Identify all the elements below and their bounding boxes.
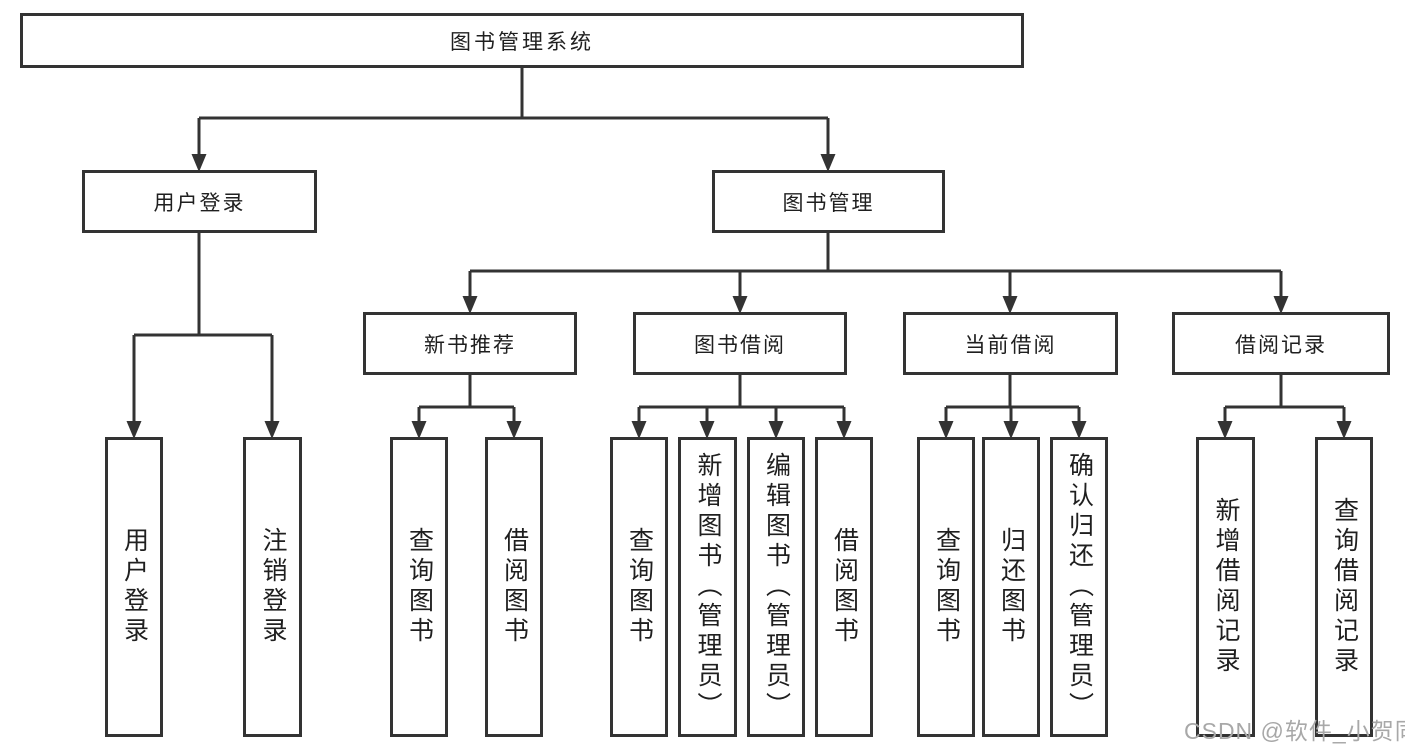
node-root-system: 图书管理系统 — [20, 13, 1024, 68]
leaf-borrow-books: 借阅图书 — [815, 437, 873, 737]
node-label: 图书管理 — [782, 191, 875, 215]
leaf-add-books-admin: 新增图书（管理员） — [678, 437, 737, 737]
node-label: 查询图书 — [405, 527, 434, 647]
node-label: 用户登录 — [120, 527, 149, 647]
node-label: 新增图书（管理员） — [694, 452, 722, 722]
node-label: 图书借阅 — [694, 333, 786, 357]
node-label: 归还图书 — [997, 527, 1026, 647]
node-user-login-branch: 用户登录 — [82, 170, 317, 233]
csdn-watermark: CSDN @软件_小贺同学 — [1184, 718, 1405, 744]
leaf-edit-books-admin: 编辑图书（管理员） — [747, 437, 805, 737]
node-label: 编辑图书（管理员） — [762, 452, 791, 722]
node-label: 用户登录 — [153, 191, 246, 215]
node-label: 查询图书 — [932, 527, 961, 647]
leaf-logout: 注销登录 — [243, 437, 302, 737]
node-label: 确认归还（管理员） — [1065, 452, 1094, 722]
node-label: 新增借阅记录 — [1212, 497, 1240, 677]
node-label: 借阅图书 — [830, 527, 859, 647]
leaf-user-login: 用户登录 — [105, 437, 163, 737]
node-new-book-recommend: 新书推荐 — [363, 312, 577, 375]
node-current-borrow: 当前借阅 — [903, 312, 1118, 375]
node-label: 注销登录 — [259, 527, 287, 647]
node-label: 借阅图书 — [500, 527, 529, 647]
node-label: 图书管理系统 — [450, 30, 594, 54]
node-book-borrow: 图书借阅 — [633, 312, 847, 375]
node-book-management-branch: 图书管理 — [712, 170, 945, 233]
node-label: 借阅记录 — [1235, 333, 1327, 357]
leaf-add-borrow-record: 新增借阅记录 — [1196, 437, 1255, 737]
node-borrow-records: 借阅记录 — [1172, 312, 1390, 375]
leaf-return-books: 归还图书 — [982, 437, 1040, 737]
node-label: 当前借阅 — [964, 333, 1057, 357]
node-label: 查询图书 — [625, 527, 654, 647]
arrowhead-icons — [126, 154, 1352, 439]
leaf-query-books-borrow: 查询图书 — [610, 437, 668, 737]
node-label: 新书推荐 — [424, 333, 516, 357]
leaf-confirm-return-admin: 确认归还（管理员） — [1050, 437, 1108, 737]
leaf-borrow-books-recommend: 借阅图书 — [485, 437, 543, 737]
leaf-query-books-recommend: 查询图书 — [390, 437, 448, 737]
node-label: 查询借阅记录 — [1330, 497, 1359, 677]
leaf-query-books-current: 查询图书 — [917, 437, 975, 737]
leaf-query-borrow-record: 查询借阅记录 — [1315, 437, 1373, 737]
